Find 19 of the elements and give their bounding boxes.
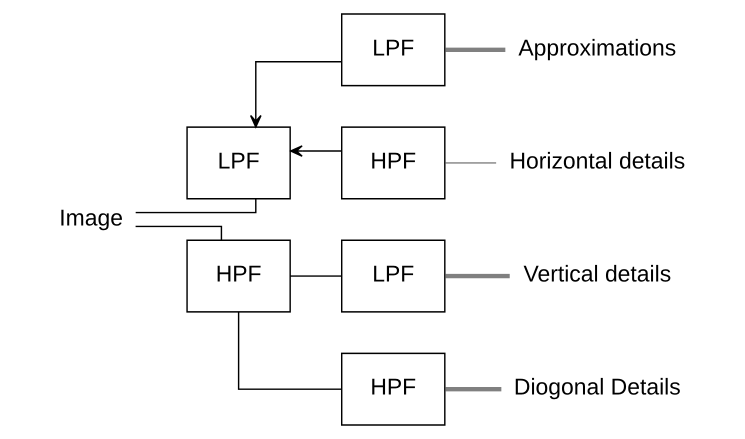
node-box: LPF (341, 240, 446, 313)
connector (445, 162, 496, 164)
connector (445, 48, 506, 52)
connector (445, 387, 502, 392)
node-text: Image (59, 204, 123, 231)
node-box: HPF (341, 352, 446, 426)
node-box: LPF (186, 126, 291, 200)
node-text: Vertical details (523, 260, 672, 287)
node-box: HPF (186, 240, 291, 313)
connector (290, 275, 342, 277)
arrow (290, 145, 342, 157)
node-text: Diogonal Details (514, 374, 681, 400)
node-text: Approximations (518, 34, 676, 60)
node-box: LPF (341, 13, 446, 86)
node-box: HPF (341, 126, 446, 200)
arrow (250, 61, 342, 128)
connector (238, 312, 342, 390)
connector (445, 274, 510, 278)
node-text: Horizontal details (509, 147, 686, 174)
